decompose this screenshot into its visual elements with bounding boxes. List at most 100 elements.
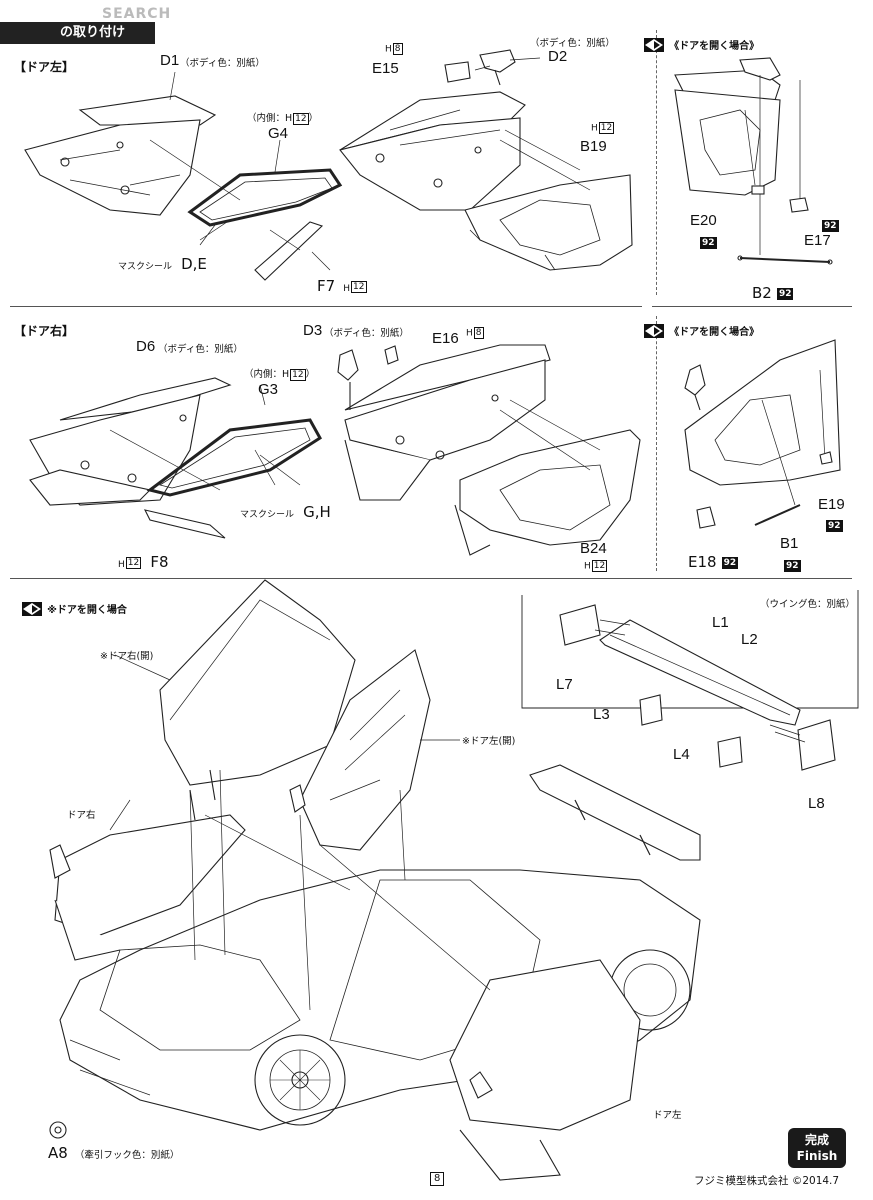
label-A8-text: A8 <box>48 1144 68 1162</box>
mask-text: マスクシール <box>118 262 173 272</box>
divider-top-right <box>652 306 852 307</box>
section-open-case-3: ※ドアを開く場合 <box>22 598 127 617</box>
label-L4: L4 <box>673 746 690 763</box>
label-door-right: ドア右 <box>67 810 96 821</box>
diamond-icon <box>22 601 42 616</box>
label-mask-DE: マスクシール D,E <box>118 254 207 273</box>
open-case-text: 《ドアを開く場合》 <box>669 41 760 52</box>
divider-mid <box>10 578 852 579</box>
paint-badge: 92 <box>776 287 794 300</box>
note-G4-text: （内側：H <box>247 113 293 124</box>
watermark: SEARCH <box>40 6 171 22</box>
open-case-text: ※ドアを開く場合 <box>47 605 127 616</box>
label-E16: E16 <box>432 330 459 347</box>
label-D1: D1 <box>160 52 180 69</box>
label-G3: G3 <box>258 381 279 398</box>
badge-E17: 92 <box>822 215 839 234</box>
mask-letters: D,E <box>181 255 207 273</box>
h-box: 12 <box>598 122 615 134</box>
label-door-left-open: ※ドア左(開) <box>462 736 516 747</box>
paint-badge: 92 <box>784 559 801 572</box>
section-door-left: 【ドア左】 <box>14 60 75 74</box>
paint-badge: 92 <box>700 236 717 249</box>
paint-badge: 92 <box>721 556 739 569</box>
diamond-icon <box>644 37 664 52</box>
paint-badge: 92 <box>822 219 839 232</box>
label-D2: D2 <box>548 48 568 65</box>
h-prefix: H <box>591 123 598 134</box>
h-box: 12 <box>591 560 608 572</box>
note-G4-end: ） <box>308 113 319 124</box>
label-E18: E18 92 <box>688 552 739 571</box>
footer-company: フジミ模型株式会社 ©2014.7 <box>694 1175 840 1187</box>
note-G3-end: ） <box>305 369 316 380</box>
label-B1: B1 <box>780 535 799 552</box>
h-box: 12 <box>293 112 309 125</box>
section-open-case-2: 《ドアを開く場合》 <box>644 320 759 339</box>
diamond-icon <box>644 323 664 338</box>
divider-vertical-1 <box>656 30 657 295</box>
h-box: 12 <box>125 556 142 569</box>
section-open-case-1: 《ドアを開く場合》 <box>644 34 759 53</box>
paint-badge: 92 <box>826 519 843 532</box>
label-G4: G4 <box>268 125 289 142</box>
h-prefix: H <box>466 328 473 339</box>
badge-E20: 92 <box>700 232 717 251</box>
divider-top <box>10 306 642 307</box>
watermark-text: SEARCH <box>102 6 172 22</box>
label-D3: D3 <box>303 322 323 339</box>
note-D3: （ボディ色：別紙） <box>324 328 409 339</box>
badge-B1: 92 <box>784 555 801 574</box>
finish-en: Finish <box>796 1149 838 1163</box>
label-E15: E15 <box>372 60 399 77</box>
label-E19: E19 <box>818 496 845 513</box>
h-box: 12 <box>351 280 367 293</box>
section-title: の取り付け <box>60 25 126 40</box>
label-L8: L8 <box>808 795 825 812</box>
finish-jp: 完成 <box>804 1133 829 1147</box>
label-L1: L1 <box>712 614 729 631</box>
label-B19: B19 <box>580 138 607 155</box>
h-prefix: H <box>385 44 392 55</box>
label-B24: B24 <box>580 540 607 557</box>
label-F7-h: H <box>343 284 351 294</box>
h-box: 12 <box>290 368 306 381</box>
label-L7: L7 <box>556 676 573 693</box>
mask-letters: G,H <box>303 503 331 521</box>
section-door-right: 【ドア右】 <box>14 324 75 338</box>
divider-vertical-2 <box>656 316 657 571</box>
note-D2: （ボディ色：別紙） <box>530 38 615 49</box>
label-B2: B2 92 <box>752 283 794 302</box>
page-number-text: 8 <box>434 1173 441 1184</box>
note-D6: （ボディ色：別紙） <box>158 344 243 355</box>
label-A8: A8 （牽引フック色：別紙） <box>48 1143 179 1162</box>
note-wing: （ウイング色：別紙） <box>760 599 856 610</box>
label-E17: E17 <box>804 232 831 249</box>
label-B2-text: B2 <box>752 284 772 302</box>
note-D1: （ボディ色：別紙） <box>180 58 265 69</box>
page-number: 8 <box>430 1172 445 1186</box>
label-door-left: ドア左 <box>653 1110 682 1121</box>
label-mask-GH: マスクシール G,H <box>240 502 331 521</box>
label-F8-h: H <box>118 560 125 570</box>
note-A8: （牽引フック色：別紙） <box>74 1150 180 1161</box>
mask-text: マスクシール <box>240 510 295 520</box>
label-L3: L3 <box>593 706 610 723</box>
h-box: 8 <box>473 327 484 339</box>
section-title-bar: の取り付け <box>0 22 155 44</box>
label-F7-text: F7 <box>317 277 336 295</box>
label-E18-text: E18 <box>688 553 717 571</box>
h-prefix: H <box>584 561 591 572</box>
note-G3-text: （内側：H <box>244 369 290 380</box>
label-D6: D6 <box>136 338 156 355</box>
badge-E19: 92 <box>826 515 843 534</box>
